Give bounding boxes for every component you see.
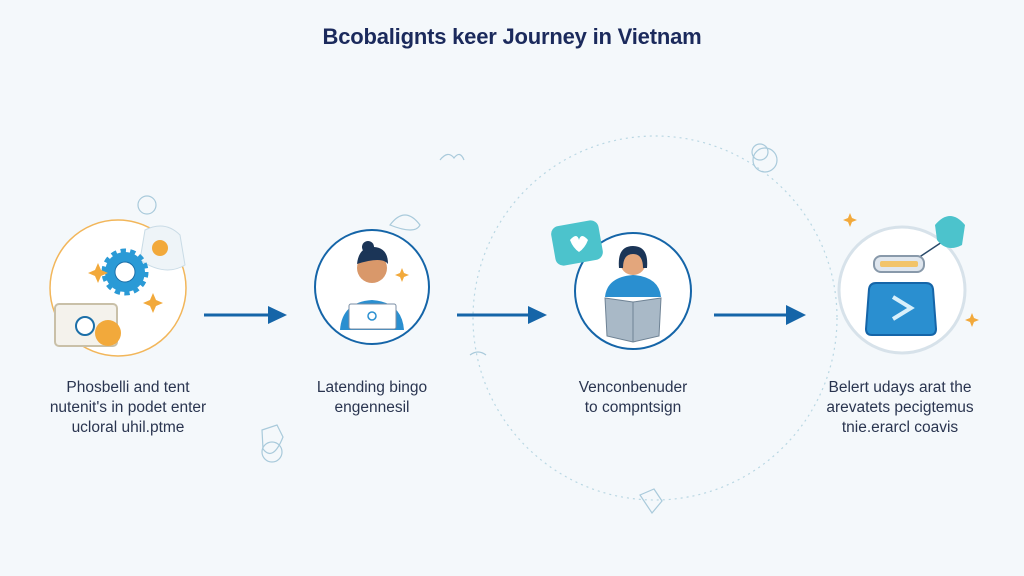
decorative-doodles	[137, 143, 778, 515]
terminal-icon	[864, 282, 938, 336]
step-4-label: Belert udays arat the arevatets pecigtem…	[785, 378, 1015, 438]
step-2-illustration	[314, 229, 430, 345]
step-3-label-line: Venconbenuder	[578, 379, 688, 396]
step-2-label: Latending bingo engennesil	[257, 378, 487, 418]
step-4-label-line: tnie.erarcl coavis	[841, 419, 959, 436]
step-2-label-line: engennesil	[334, 399, 410, 416]
step-4-label-line: Belert udays arat the	[828, 379, 972, 396]
page-title: Bcobalignts keer Journey in Vietnam	[322, 24, 702, 49]
step-3-label: Venconbenuder to compntsign	[518, 378, 748, 418]
step-3-label-line: to compntsign	[584, 399, 682, 416]
step-1-illustration	[49, 219, 187, 357]
arrow-2	[457, 306, 547, 324]
step-4-label-line: arevatets pecigtemus	[826, 399, 974, 416]
step-2-label-line: Latending bingo	[316, 379, 428, 396]
laptop-icon	[348, 303, 397, 330]
arrow-1	[204, 306, 287, 324]
arrow-3	[714, 305, 806, 325]
step-1-label-line: nutenit's in podet enter	[49, 399, 207, 416]
step-3-illustration	[551, 220, 692, 350]
step-1-label-line: Phosbelli and tent	[66, 379, 190, 396]
step-4-illustration	[837, 213, 979, 355]
background-dashed-circle	[472, 135, 838, 501]
step-1-label: Phosbelli and tent nutenit's in podet en…	[13, 378, 243, 438]
step-1-label-line: ucloral uhil.ptme	[71, 419, 185, 436]
